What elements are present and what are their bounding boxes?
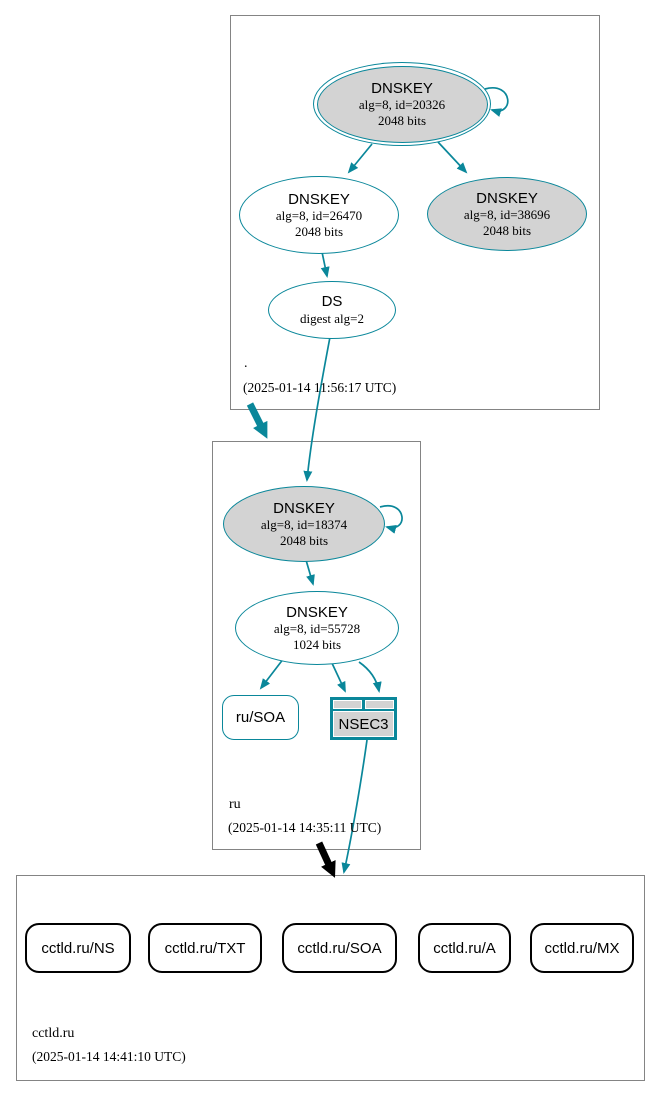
nsec3-rrsig-cells [333, 700, 394, 709]
node-rrset-cctld-ru-txt[interactable]: cctld.ru/TXT [148, 923, 262, 973]
dnskey-attrs: alg=8, id=26470 [275, 207, 363, 223]
rrset-label: cctld.ru/TXT [164, 939, 246, 957]
zone-box-cctld-ru [16, 875, 645, 1081]
node-rrset-cctld-ru-soa[interactable]: cctld.ru/SOA [282, 923, 397, 973]
dnskey-attrs: alg=8, id=55728 [273, 620, 361, 636]
nsec3-label: NSEC3 [333, 711, 394, 737]
zone-timestamp-cctld-ru: (2025-01-14 14:41:10 UTC) [32, 1049, 186, 1064]
rrset-label: cctld.ru/A [433, 939, 496, 957]
ds-attrs: digest alg=2 [299, 310, 365, 326]
zone-timestamp-ru: (2025-01-14 14:35:11 UTC) [228, 820, 382, 835]
dnskey-title: DNSKEY [273, 499, 335, 517]
dnskey-title: DNSKEY [371, 79, 433, 97]
node-ds-ru[interactable]: DS digest alg=2 [268, 281, 396, 339]
dnskey-attrs: alg=8, id=18374 [260, 516, 348, 532]
zone-label-root: . [244, 356, 248, 371]
node-dnskey-20326-inner: DNSKEY alg=8, id=20326 2048 bits [316, 65, 488, 143]
node-nsec3[interactable]: NSEC3 [330, 697, 397, 740]
dnskey-bits: 2048 bits [294, 223, 344, 239]
dnskey-bits: 1024 bits [292, 636, 342, 652]
nsec3-rrsig-cell [365, 700, 394, 709]
ds-title: DS [321, 293, 343, 311]
nsec3-rrsig-cell [333, 700, 362, 709]
dnskey-bits: 2048 bits [279, 532, 329, 548]
node-dnskey-20326-ksk[interactable]: DNSKEY alg=8, id=20326 2048 bits [313, 62, 491, 146]
node-rrset-ru-soa[interactable]: ru/SOA [222, 695, 299, 740]
dnskey-title: DNSKEY [288, 190, 350, 208]
node-dnskey-55728-zsk-ru[interactable]: DNSKEY alg=8, id=55728 1024 bits [235, 591, 399, 665]
node-rrset-cctld-ru-a[interactable]: cctld.ru/A [418, 923, 511, 973]
dnskey-bits: 2048 bits [377, 112, 427, 128]
dnskey-title: DNSKEY [476, 189, 538, 207]
rrset-label: cctld.ru/NS [41, 939, 115, 957]
rrset-label: ru/SOA [235, 709, 286, 726]
zone-label-cctld-ru: cctld.ru [32, 1026, 75, 1041]
rrset-label: cctld.ru/MX [544, 939, 620, 957]
dnskey-title: DNSKEY [286, 603, 348, 621]
node-dnskey-26470-zsk[interactable]: DNSKEY alg=8, id=26470 2048 bits [239, 176, 399, 254]
zone-timestamp-root: (2025-01-14 11:56:17 UTC) [243, 380, 397, 395]
rrset-label: cctld.ru/SOA [297, 939, 382, 957]
zone-label-ru: ru [229, 797, 241, 812]
node-rrset-cctld-ru-mx[interactable]: cctld.ru/MX [530, 923, 634, 973]
dnskey-bits: 2048 bits [482, 222, 532, 238]
dnskey-attrs: alg=8, id=38696 [463, 206, 551, 222]
dnskey-attrs: alg=8, id=20326 [358, 96, 446, 112]
node-dnskey-38696[interactable]: DNSKEY alg=8, id=38696 2048 bits [427, 177, 587, 251]
node-rrset-cctld-ru-ns[interactable]: cctld.ru/NS [25, 923, 131, 973]
node-dnskey-18374-ksk-ru[interactable]: DNSKEY alg=8, id=18374 2048 bits [223, 486, 385, 562]
